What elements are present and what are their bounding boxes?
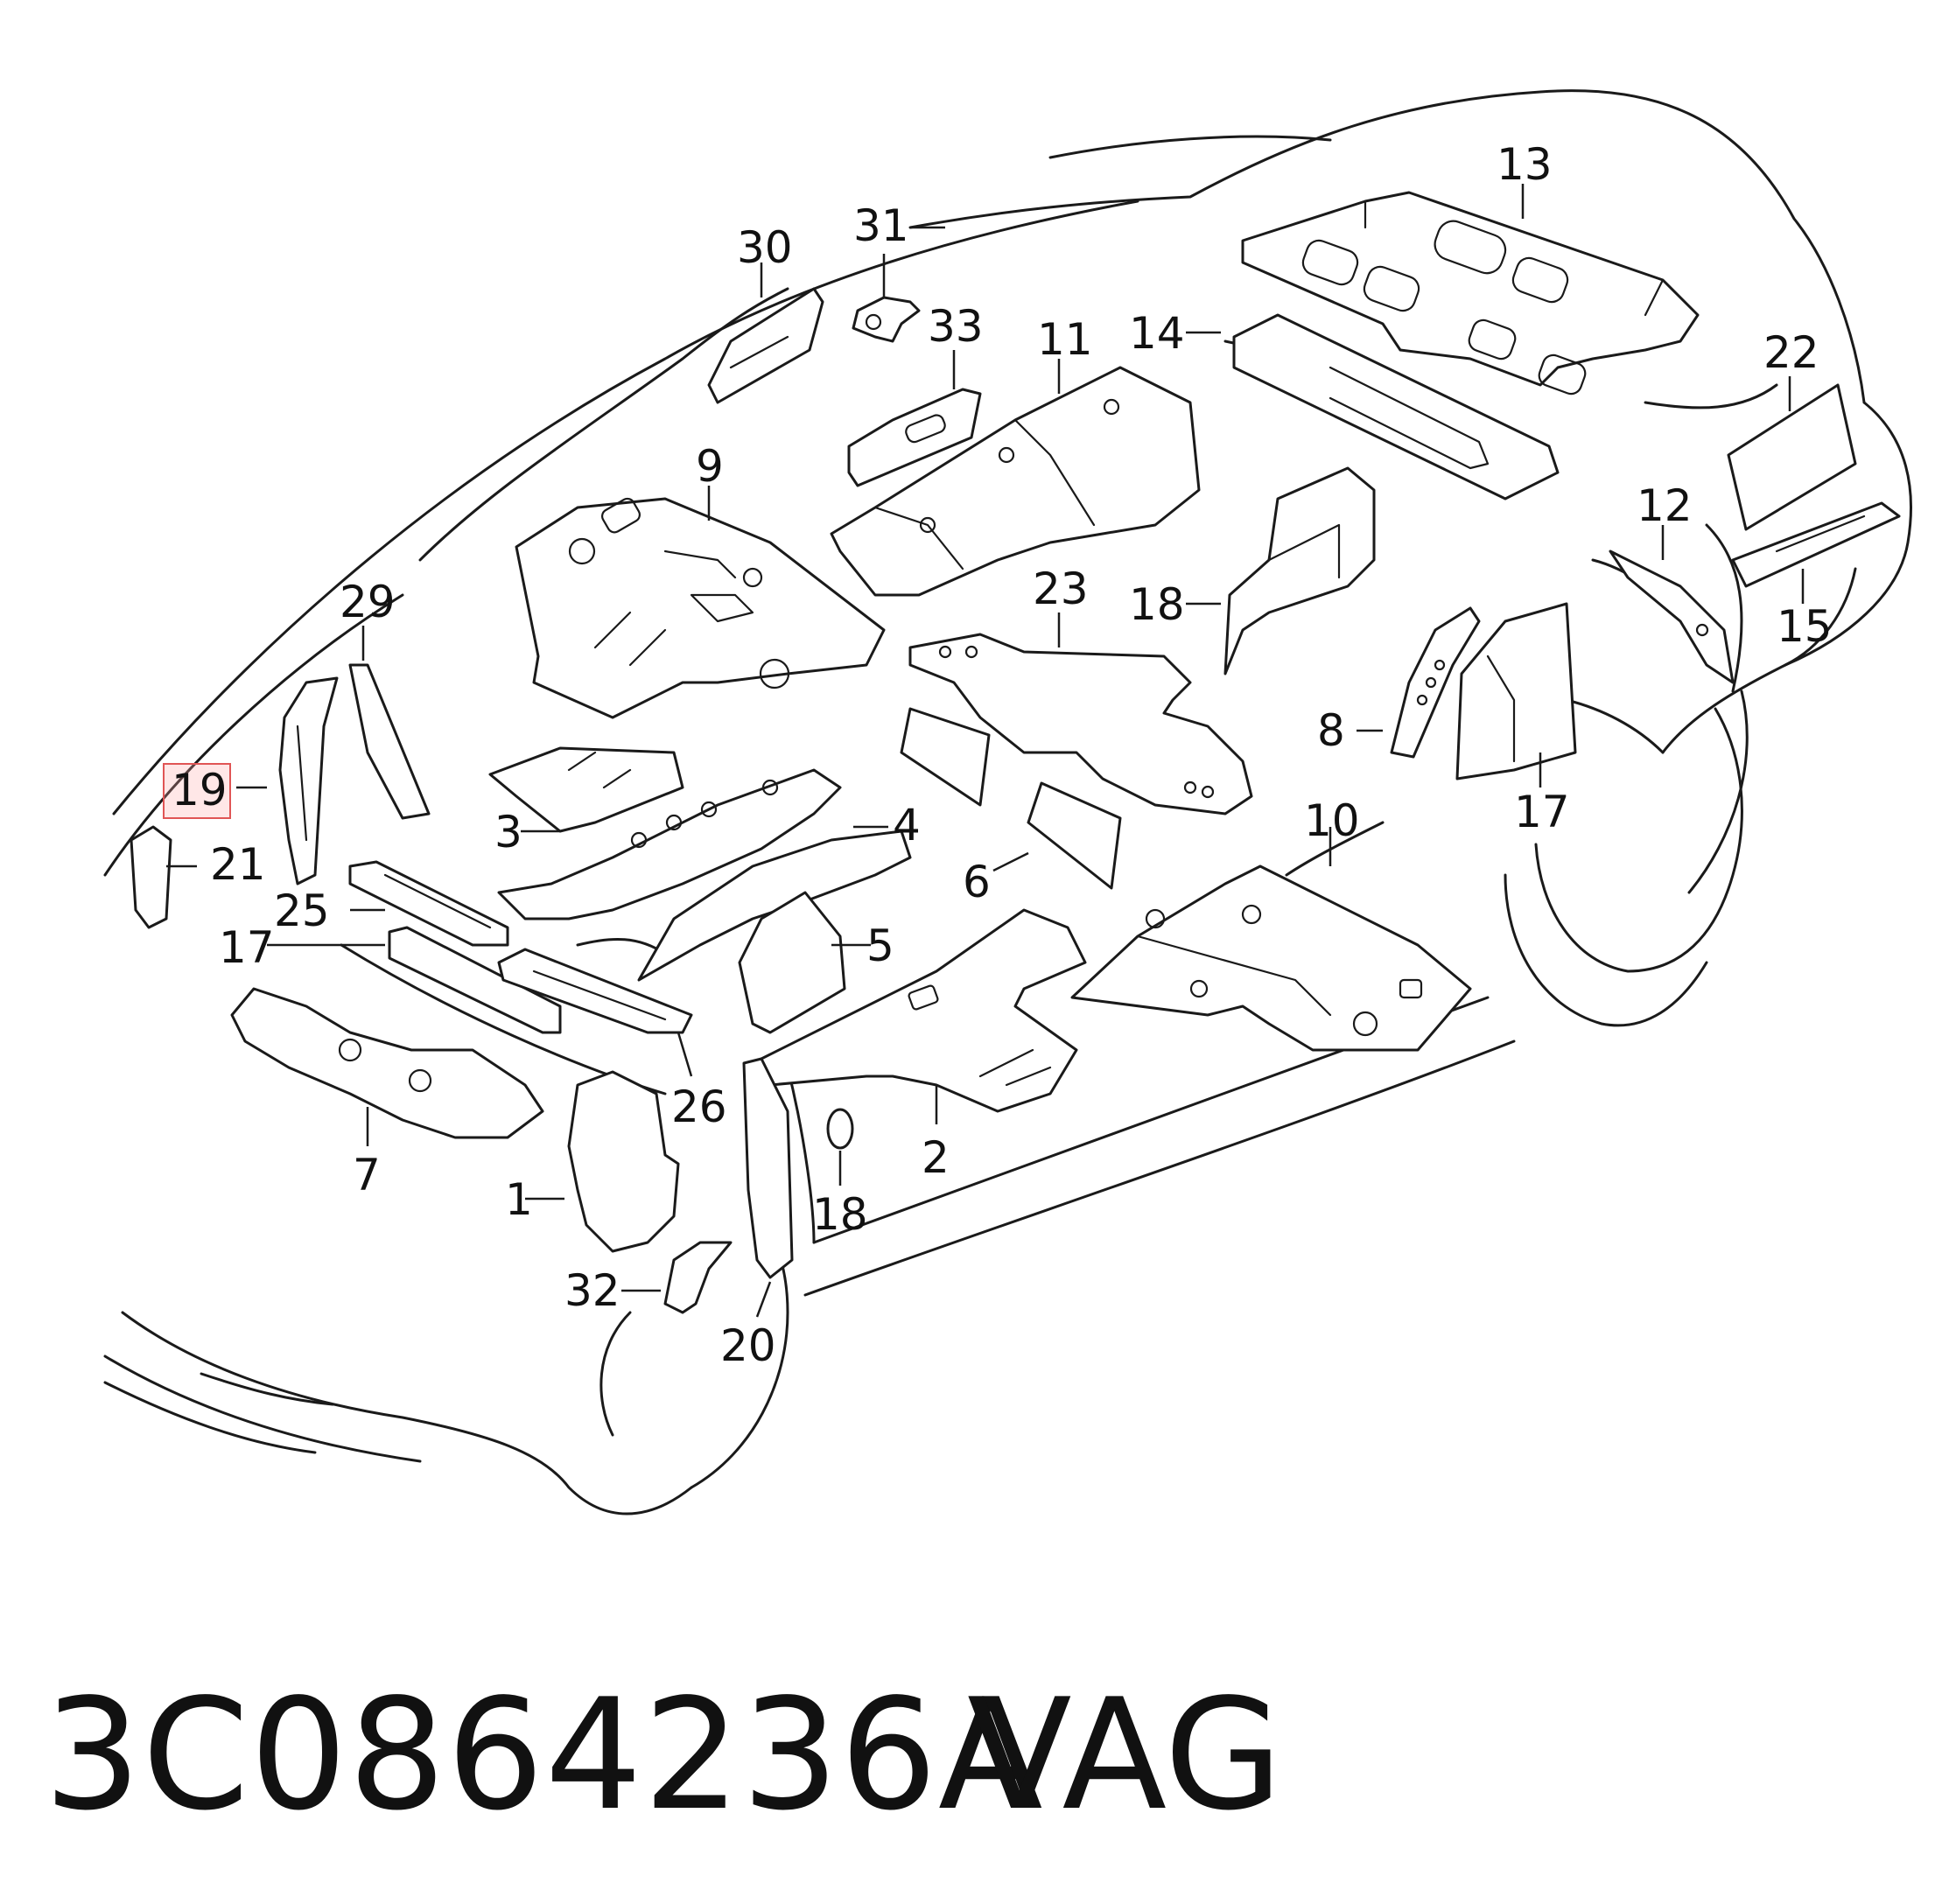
callout-30: 30 <box>737 222 793 273</box>
part-5 <box>738 891 846 1034</box>
part-23 <box>908 633 1253 816</box>
callout-11: 11 <box>1037 314 1093 365</box>
callout-2: 2 <box>922 1132 950 1183</box>
part-17-left <box>388 926 562 1034</box>
part-14 <box>1232 313 1560 500</box>
part-17-right <box>1455 602 1577 780</box>
callout-29: 29 <box>340 577 396 627</box>
part-26 <box>497 948 693 1034</box>
parts <box>130 191 1901 1314</box>
part-8 <box>1390 606 1481 759</box>
leader-lines <box>166 184 1805 1318</box>
part-18-grommet <box>826 1108 854 1150</box>
callout-18-upper: 18 <box>1129 579 1185 630</box>
part-10 <box>1070 864 1472 1052</box>
part-33 <box>847 388 982 487</box>
callout-4: 4 <box>893 800 921 850</box>
car-body-outline <box>103 89 1912 1516</box>
callout-10: 10 <box>1304 795 1360 846</box>
part-7 <box>230 987 544 1139</box>
part-4 <box>637 830 912 982</box>
callout-25: 25 <box>274 886 330 936</box>
callout-12: 12 <box>1637 480 1693 531</box>
part-30 <box>707 287 824 404</box>
callout-33: 33 <box>928 301 984 352</box>
callout-32: 32 <box>564 1265 620 1316</box>
callout-1: 1 <box>505 1174 533 1225</box>
part-9 <box>515 497 886 719</box>
callout-5: 5 <box>866 920 894 971</box>
part-12 <box>1609 550 1735 684</box>
part-15 <box>1731 501 1901 588</box>
callout-23: 23 <box>1033 564 1089 614</box>
part-18-upper <box>1223 466 1376 676</box>
callout-labels: 13 31 30 33 11 14 22 9 12 29 23 18 15 8 … <box>172 139 1833 1371</box>
exploded-parts-diagram: 13 31 30 33 11 14 22 9 12 29 23 18 15 8 … <box>103 89 1912 1516</box>
callout-14: 14 <box>1129 308 1185 359</box>
callout-3: 3 <box>494 807 522 858</box>
callout-21: 21 <box>210 839 266 890</box>
callout-20: 20 <box>720 1320 776 1371</box>
callout-13: 13 <box>1497 139 1553 190</box>
highlight-box <box>163 763 231 819</box>
callout-18-grommet: 18 <box>812 1189 868 1240</box>
callout-9: 9 <box>696 441 724 492</box>
part-11 <box>830 366 1201 597</box>
part-29 <box>348 663 431 820</box>
part-31 <box>852 296 921 343</box>
part-32 <box>663 1241 733 1314</box>
part-1 <box>567 1070 680 1253</box>
part-2 <box>760 908 1087 1113</box>
part-6 <box>900 707 1122 890</box>
callout-8: 8 <box>1317 705 1345 756</box>
callout-17-right: 17 <box>1514 787 1570 837</box>
part-3 <box>488 746 842 920</box>
part-21 <box>130 825 172 929</box>
part-20 <box>742 1057 794 1279</box>
callout-31: 31 <box>853 200 909 251</box>
callout-6: 6 <box>963 857 991 907</box>
part-13 <box>1241 191 1700 396</box>
brand-caption: VAG <box>967 1667 1283 1844</box>
part-25 <box>348 860 509 947</box>
callout-22: 22 <box>1763 327 1819 378</box>
part-19 <box>278 676 339 886</box>
callout-26: 26 <box>671 1082 727 1132</box>
callout-15: 15 <box>1777 601 1833 652</box>
callout-19: 19 <box>172 765 228 816</box>
part-22 <box>1727 383 1857 531</box>
callout-17-left: 17 <box>219 922 275 973</box>
callout-7: 7 <box>353 1150 381 1200</box>
part-number-caption: 3C0864236A <box>44 1667 1044 1844</box>
